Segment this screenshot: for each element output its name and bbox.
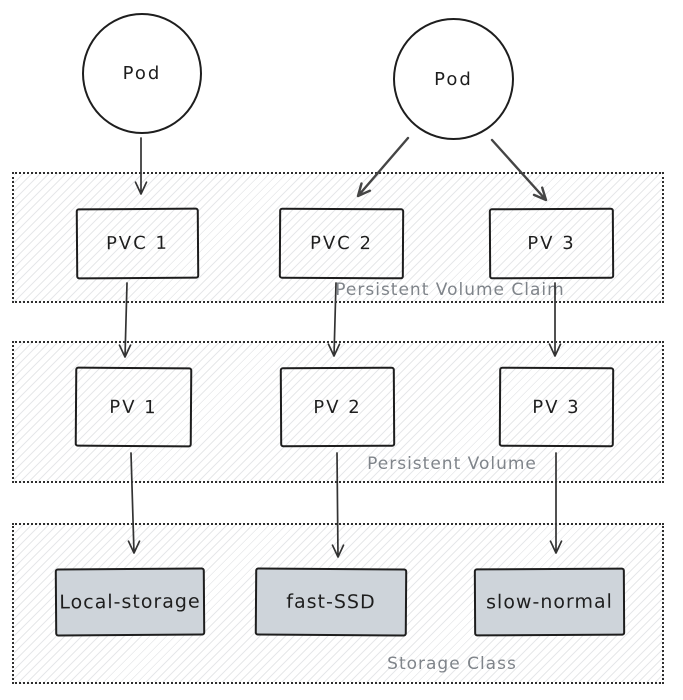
band-persistent-volume: PV 1 PV 2 PV 3 Persistent Volume — [12, 341, 664, 483]
node-pvc-1: PVC 1 — [75, 207, 200, 280]
node-pvc-1-label: PVC 1 — [105, 232, 170, 255]
band-label-storage-class: Storage Class — [387, 654, 517, 674]
band-label-persistent-volume: Persistent Volume — [367, 454, 537, 474]
node-pod-2: Pod — [393, 18, 514, 140]
node-pv-3-claim-label: PV 3 — [527, 232, 576, 255]
node-pv-1: PV 1 — [74, 366, 193, 448]
node-slow-normal: slow-normal — [473, 567, 626, 637]
node-pv-2: PV 2 — [279, 366, 396, 448]
node-pod-1-label: Pod — [122, 63, 162, 84]
node-slow-normal-label: slow-normal — [486, 590, 613, 614]
node-pv-1-label: PV 1 — [109, 396, 158, 418]
node-pvc-2-label: PVC 2 — [309, 232, 374, 255]
node-fast-ssd: fast-SSD — [254, 567, 408, 637]
node-pod-1: Pod — [82, 13, 202, 134]
node-pv-3-label: PV 3 — [532, 396, 581, 418]
node-pv-3-claim: PV 3 — [488, 207, 615, 280]
band-label-persistent-volume-claim: Persistent Volume Claim — [335, 280, 565, 300]
node-pvc-2: PVC 2 — [278, 207, 405, 280]
band-persistent-volume-claim: PVC 1 PVC 2 PV 3 Persistent Volume Claim — [12, 172, 664, 303]
node-fast-ssd-label: fast-SSD — [286, 590, 376, 614]
node-pv-3: PV 3 — [498, 366, 615, 448]
node-local-storage: Local-storage — [54, 567, 206, 637]
node-pv-2-label: PV 2 — [313, 396, 362, 418]
band-storage-class: Local-storage fast-SSD slow-normal Stora… — [12, 523, 664, 684]
node-local-storage-label: Local-storage — [59, 590, 201, 614]
node-pod-2-label: Pod — [434, 68, 473, 90]
